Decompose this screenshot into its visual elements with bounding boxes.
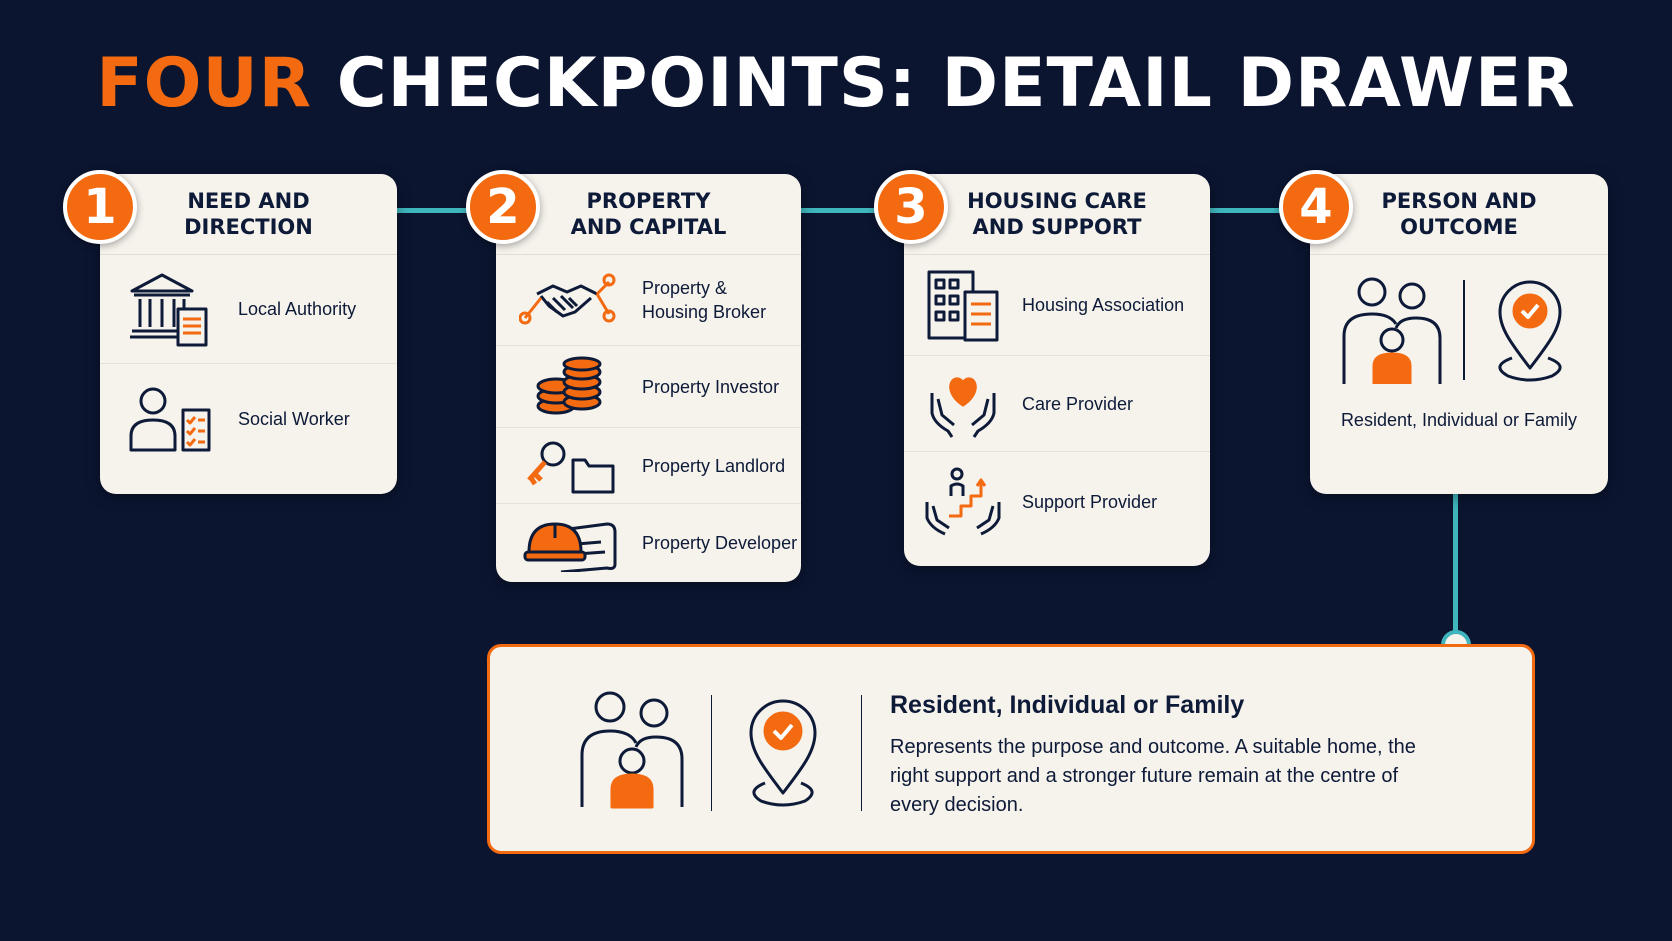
drawer-location-check-icon <box>743 693 823 813</box>
list-item-property-developer[interactable]: Property Developer <box>496 504 801 582</box>
family-location-icon <box>1340 274 1580 386</box>
drawer-divider-2 <box>861 695 862 811</box>
checkpoint-card-1[interactable]: NEED AND DIRECTION Local Authority <box>100 174 397 494</box>
checkpoint-4-item-label: Resident, Individual or Family <box>1340 410 1578 430</box>
hard-hat-blueprint-icon <box>496 514 642 572</box>
checkpoint-card-4[interactable]: PERSON AND OUTCOME Resident, Individual … <box>1310 174 1608 494</box>
list-item-support-provider[interactable]: Support Provider <box>904 452 1210 552</box>
connector-1-2 <box>396 208 496 213</box>
list-item-label: Property Investor <box>642 376 780 397</box>
connector-4-drawer <box>1453 493 1458 643</box>
list-item-label: Property Landlord <box>642 455 786 476</box>
list-item-label: Care Provider <box>1022 393 1134 414</box>
list-item-label: Housing Association <box>1022 295 1185 315</box>
handshake-network-icon <box>496 272 642 328</box>
checkpoint-badge-3: 3 <box>874 170 948 244</box>
list-item-label: Support Provider <box>1022 492 1158 512</box>
detail-drawer[interactable]: Resident, Individual or Family Represent… <box>487 644 1535 854</box>
drawer-divider <box>711 695 712 811</box>
list-item-housing-association[interactable]: Housing Association <box>904 255 1210 356</box>
drawer-family-icon <box>578 689 686 809</box>
heart-hands-icon <box>904 369 1022 439</box>
list-item-label: Social Worker <box>238 409 350 429</box>
list-item-property-housing-broker[interactable]: Property & Housing Broker <box>496 255 801 346</box>
page-title: FOUR CHECKPOINTS: DETAIL DRAWER <box>0 44 1672 123</box>
list-item-property-landlord[interactable]: Property Landlord <box>496 428 801 504</box>
government-building-icon <box>100 271 238 347</box>
growth-hands-icon <box>904 466 1022 538</box>
checkpoint-title-1: NEED AND DIRECTION <box>100 174 397 255</box>
list-item-property-investor[interactable]: Property Investor <box>496 346 801 428</box>
checkpoint-badge-4: 4 <box>1279 170 1353 244</box>
list-item-care-provider[interactable]: Care Provider <box>904 356 1210 452</box>
checkpoint-badge-2: 2 <box>466 170 540 244</box>
list-item-label: Local Authority <box>238 299 357 319</box>
list-item-social-worker[interactable]: Social Worker <box>100 364 397 474</box>
list-item-label: Property & Housing Broker <box>642 278 767 322</box>
list-item-local-authority[interactable]: Local Authority <box>100 255 397 364</box>
connector-3-4 <box>1208 208 1308 213</box>
checkpoint-badge-1: 1 <box>63 170 137 244</box>
checkpoint-title-3: HOUSING CARE AND SUPPORT <box>904 174 1210 255</box>
checkpoint-title-2: PROPERTY AND CAPITAL <box>496 174 801 255</box>
connector-2-3 <box>800 208 900 213</box>
checkpoint-title-4: PERSON AND OUTCOME <box>1310 174 1608 255</box>
list-item-label: Property Developer <box>642 533 798 553</box>
title-rest: CHECKPOINTS: DETAIL DRAWER <box>336 44 1576 123</box>
social-worker-icon <box>100 384 238 454</box>
office-building-document-icon <box>904 268 1022 342</box>
checkpoint-card-3[interactable]: HOUSING CARE AND SUPPORT Housing Associa… <box>904 174 1210 566</box>
title-accent: FOUR <box>96 44 313 123</box>
coin-stack-icon <box>496 356 642 418</box>
drawer-title: Resident, Individual or Family <box>890 691 1245 719</box>
drawer-body: Represents the purpose and outcome. A su… <box>890 736 1416 816</box>
key-folder-icon <box>496 438 642 494</box>
checkpoint-card-2[interactable]: PROPERTY AND CAPITAL Property & Housing … <box>496 174 801 582</box>
